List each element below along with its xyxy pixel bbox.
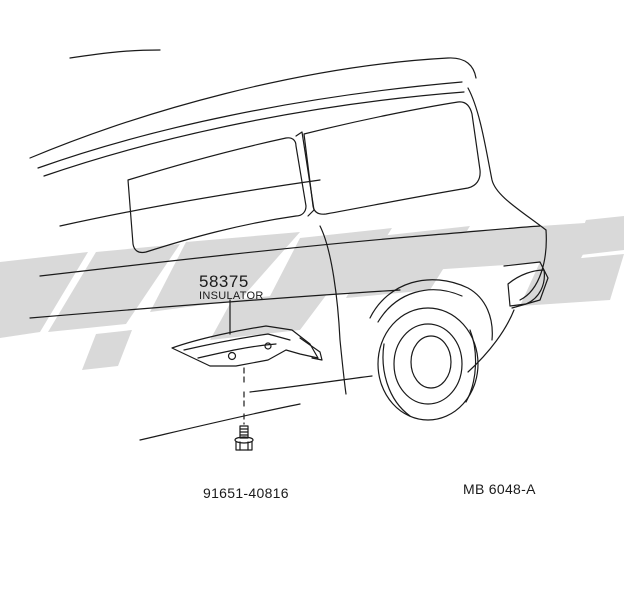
- tire-inner: [393, 323, 463, 405]
- belt-line: [59, 179, 321, 227]
- side-character-line: [39, 225, 541, 277]
- door-seam: [319, 225, 347, 395]
- diagram-reference-code: MB 6048-A: [463, 481, 536, 497]
- roof-drip-rail: [37, 81, 465, 177]
- tire-tread: [382, 329, 477, 417]
- insulator-ridge: [183, 333, 291, 359]
- lower-body-line: [29, 289, 401, 319]
- roof-edge: [69, 49, 161, 59]
- wheel-hub: [410, 335, 452, 389]
- window-pillar: [295, 131, 315, 217]
- sill-line: [139, 403, 301, 441]
- middle-window: [127, 137, 307, 254]
- wheel-arch: [369, 279, 493, 341]
- insulator-stud-hole-2: [264, 342, 272, 350]
- tail-lamp: [507, 269, 545, 307]
- sill-line-2: [249, 375, 373, 393]
- insulator-flange: [299, 337, 323, 361]
- tire: [377, 307, 479, 421]
- rear-quarter: [503, 229, 549, 309]
- roof-outline: [29, 57, 477, 159]
- insulator-part-number: 58375: [199, 272, 249, 291]
- flange-bolt: [234, 425, 254, 451]
- insulator-part: [171, 325, 319, 367]
- insulator-stud-hole: [227, 351, 237, 361]
- rear-window: [303, 101, 481, 215]
- bolt-part-number: 91651-40816: [203, 485, 289, 501]
- watermark: [0, 216, 624, 370]
- wheel-arch-inner: [377, 289, 463, 323]
- rear-pillar-edge: [467, 87, 547, 231]
- rear-lower-edge: [467, 309, 515, 373]
- insulator-label: INSULATOR: [199, 290, 264, 302]
